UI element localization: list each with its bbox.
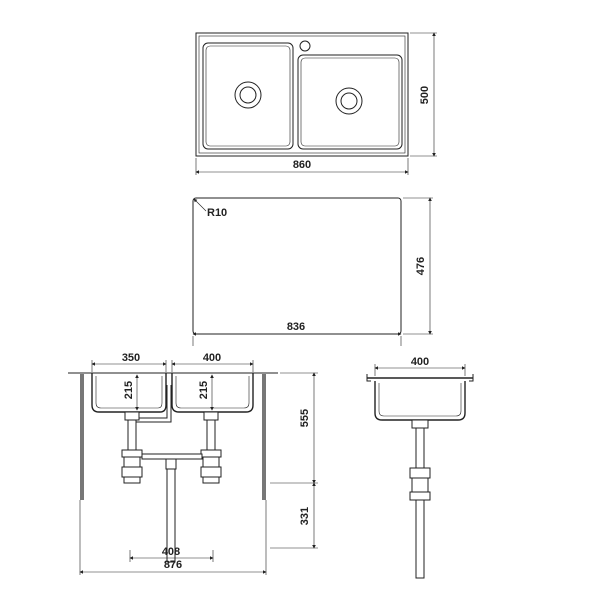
right-cabinet-wall [262,374,266,500]
side-view: 400 [366,356,474,579]
right-bowl-depth-label: 215 [198,381,210,399]
right-tailpiece [206,419,216,451]
top-width-label: 860 [293,159,311,171]
drain-spacing-label: 408 [162,546,180,558]
side-trap [411,477,429,493]
connector-pipe [141,453,203,460]
right-trap [202,476,220,484]
top-view: 860 500 [195,32,437,175]
down-pipe [166,468,176,563]
right-bowl-section [171,373,254,413]
side-width-label: 400 [411,356,429,368]
right-strainer [203,411,219,421]
overflow-pipe [135,385,168,419]
side-tailpiece [415,427,425,469]
tap-hole-icon [299,40,311,52]
drain-tee [165,458,177,470]
side-down-pipe [415,499,425,579]
left-tailpiece [127,419,137,451]
cabinet-width-label: 876 [164,559,182,571]
left-bowl-width-label: 350 [122,352,140,364]
right-bowl-inner [300,57,400,147]
sink-rim [198,35,406,154]
left-cabinet-wall [80,374,84,500]
radius-label: R10 [207,207,227,219]
cabinet-height-label: 555 [299,409,311,427]
cutout-view: R10 836 476 [192,197,433,346]
side-bowl [374,381,466,421]
side-strainer [411,419,429,429]
cutout-width-label: 836 [287,321,305,333]
lower-height-label: 331 [299,507,311,525]
cutout-height-label: 476 [415,257,427,275]
sink-outline [195,32,409,157]
left-bowl-depth-label: 215 [123,381,135,399]
right-bowl-width-label: 400 [203,352,221,364]
radius-leader [193,198,207,212]
right-bowl [297,54,403,150]
top-height-label: 500 [419,86,431,104]
right-drain-icon [335,87,363,115]
left-bowl [202,42,294,150]
left-strainer [124,411,140,421]
front-view: 350 400 215 215 555 331 408 876 [68,352,318,575]
left-trap [123,476,141,484]
left-drain-icon [234,81,262,109]
left-bowl-inner [205,45,291,147]
